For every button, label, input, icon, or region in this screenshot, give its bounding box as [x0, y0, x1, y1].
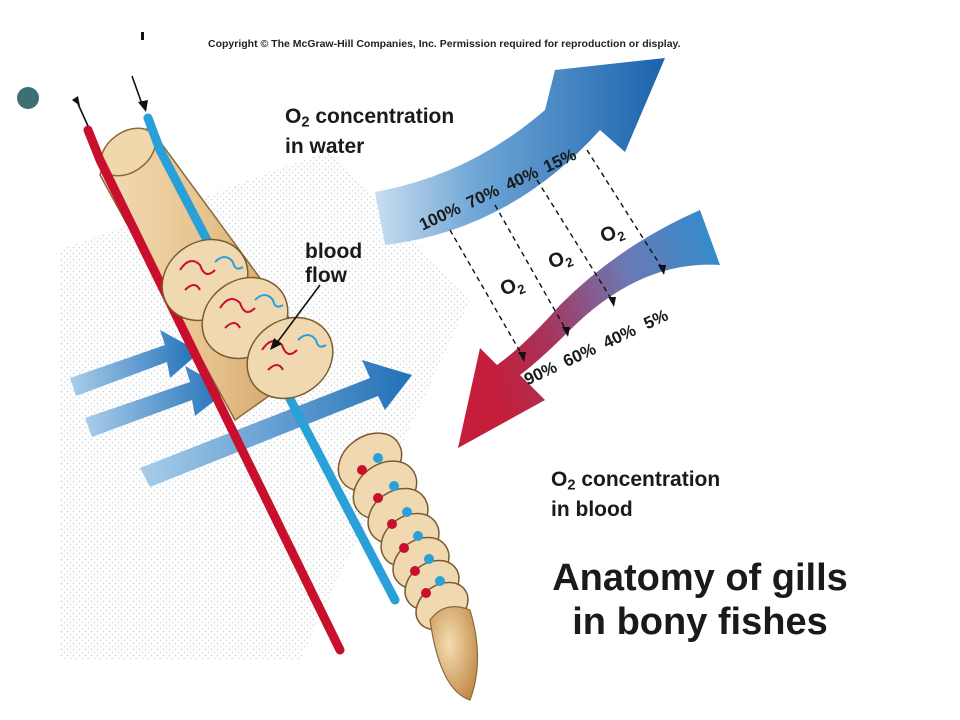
blood-percent: 5% — [641, 306, 671, 334]
gill-filament — [72, 75, 479, 701]
diffusion-arrowheads — [518, 265, 666, 362]
svg-text:O2: O2 — [497, 272, 528, 304]
title-line-2: in bony fishes — [572, 601, 828, 643]
lamellae-stack — [337, 432, 469, 631]
blood-flow-label: blood flow — [305, 240, 363, 287]
water-flow-arrows — [70, 330, 412, 487]
water-o2-arrow — [375, 58, 665, 245]
svg-text:O2: O2 — [597, 219, 628, 251]
diagram-title: Anatomy of gills in bony fishes — [500, 556, 900, 644]
title-line-1: Anatomy of gills — [552, 557, 848, 599]
blood-o2-label: O2 concentration in blood — [551, 468, 721, 521]
o2-label: O2 — [597, 219, 628, 251]
blood-percent: 60% — [560, 339, 599, 371]
o2-label: O2 — [497, 272, 528, 304]
blood-flow-pointer — [275, 284, 321, 345]
water-flow-arrow — [85, 366, 228, 437]
diffusion-arrows — [449, 149, 663, 356]
svg-text:O2: O2 — [545, 245, 576, 277]
o2-label: O2 — [545, 245, 576, 277]
blood-percent: 40% — [600, 321, 639, 353]
copyright-notice: Copyright © The McGraw-Hill Companies, I… — [208, 38, 681, 50]
tick-mark — [141, 32, 144, 40]
lamellae-disc — [246, 316, 334, 400]
bullet-dot — [17, 87, 39, 109]
water-flow-arrow — [70, 330, 200, 396]
blood-o2-arrow — [458, 210, 720, 448]
filament-tip — [429, 606, 479, 701]
water-o2-label: O2 concentration in water — [285, 105, 455, 158]
water-flow-arrow — [140, 360, 412, 487]
